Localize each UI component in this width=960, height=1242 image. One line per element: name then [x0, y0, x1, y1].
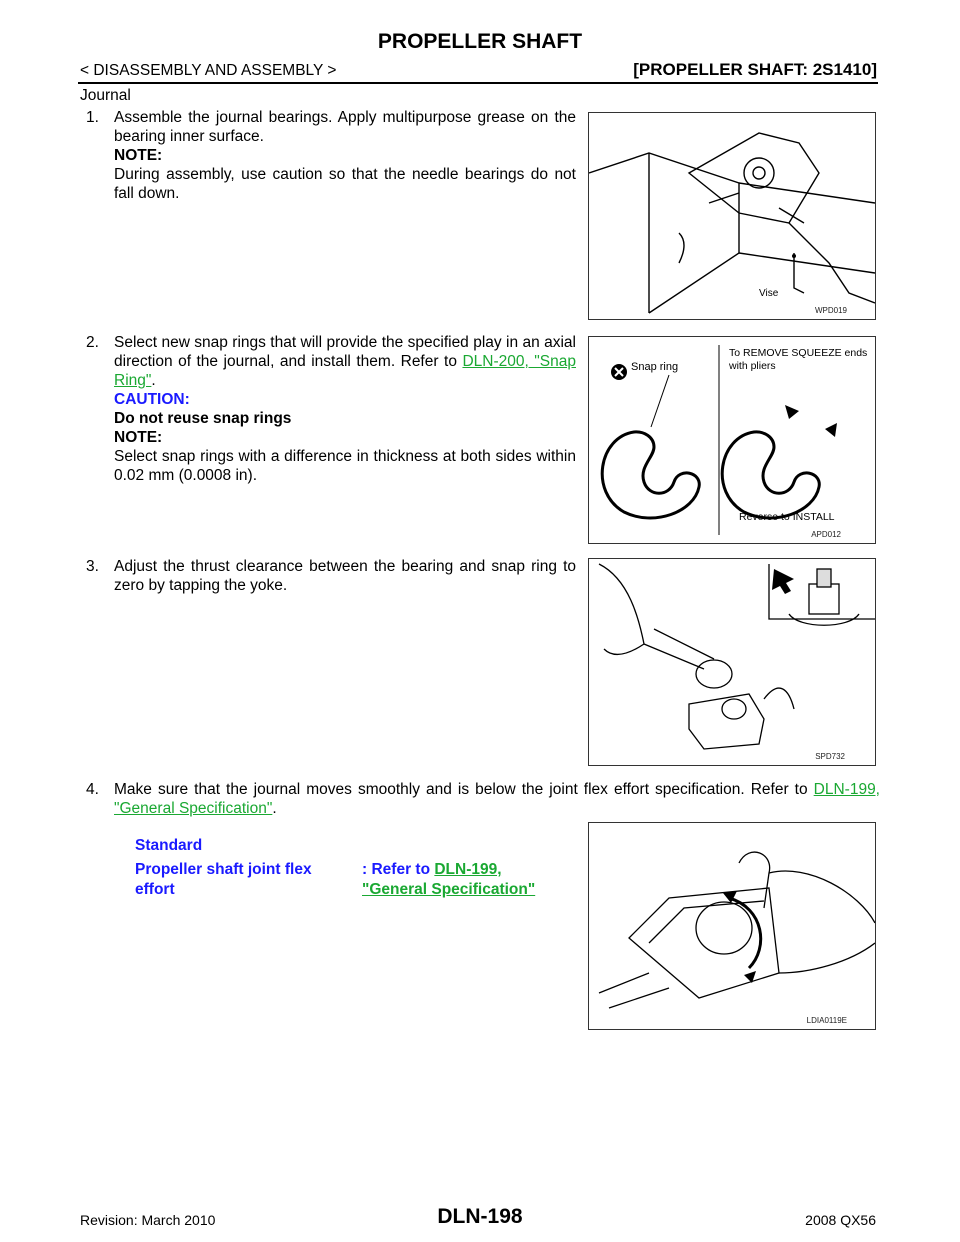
- revision: Revision: March 2010: [80, 1212, 216, 1228]
- step-text: Make sure that the journal moves smoothl…: [114, 781, 808, 798]
- figure-code: SPD732: [815, 752, 845, 761]
- reference-link[interactable]: DLN-200, "Snap Ring": [114, 353, 576, 389]
- spec-label: Propeller shaft joint flex effort: [135, 861, 312, 898]
- note-label: NOTE:: [114, 429, 163, 446]
- note-text: During assembly, use caution so that the…: [114, 166, 576, 202]
- spec-heading: Standard: [135, 837, 203, 854]
- joint-flex-illustration: [598, 851, 875, 1009]
- section-code: [PROPELLER SHAFT: 2S1410]: [633, 60, 877, 79]
- figure-ldia0119e: LDIA0119E: [588, 822, 876, 1030]
- subhead: Journal: [80, 87, 131, 104]
- step-1: 1. Assemble the journal bearings. Apply …: [80, 108, 576, 203]
- model: 2008 QX56: [805, 1212, 876, 1228]
- figure-label: Vise: [759, 288, 779, 299]
- hammer-illustration: [598, 563, 875, 750]
- step-number: 4.: [86, 781, 99, 798]
- figure-code: LDIA0119E: [806, 1016, 847, 1025]
- figure-code: WPD019: [814, 306, 847, 315]
- caution-label: CAUTION:: [114, 391, 190, 408]
- spec-value: : Refer to DLN-199, "General Specificati…: [362, 861, 536, 898]
- step-text: Select new snap rings that will provide …: [114, 334, 576, 389]
- snap-ring-illustration: Snap ring To REMOVE SQUEEZE ends with pl…: [600, 345, 868, 535]
- step-4: 4. Make sure that the journal moves smoo…: [86, 781, 880, 817]
- figure-wpd019: Vise WPD019: [588, 112, 876, 320]
- page-title: PROPELLER SHAFT: [377, 30, 583, 53]
- step-number: 1.: [86, 109, 99, 126]
- figure-spd732: SPD732: [588, 558, 876, 766]
- figure-label: Reverse to INSTALL: [739, 511, 835, 523]
- spec-reference-link[interactable]: DLN-199, "General Specification": [362, 861, 536, 898]
- header-rule: [78, 82, 878, 84]
- figure-label: Snap ring: [631, 361, 678, 373]
- caution-text: Do not reuse snap rings: [114, 410, 292, 427]
- step-2: 2. Select new snap rings that will provi…: [80, 333, 576, 485]
- step-text: Assemble the journal bearings. Apply mul…: [114, 109, 576, 145]
- reference-link[interactable]: DLN-199, "General Specification": [114, 781, 880, 817]
- figure-label: To REMOVE SQUEEZE ends with pliers: [729, 347, 868, 372]
- figure-code: APD012: [811, 530, 841, 539]
- step-text: Adjust the thrust clearance between the …: [114, 558, 576, 594]
- page-number: DLN-198: [437, 1205, 523, 1228]
- figure-apd012: Snap ring To REMOVE SQUEEZE ends with pl…: [588, 336, 876, 544]
- note-text: Select snap rings with a difference in t…: [114, 448, 576, 484]
- note-label: NOTE:: [114, 147, 163, 164]
- breadcrumb: < DISASSEMBLY AND ASSEMBLY >: [80, 62, 337, 79]
- step-number: 3.: [86, 558, 99, 575]
- step-3: 3. Adjust the thrust clearance between t…: [80, 557, 576, 595]
- step-number: 2.: [86, 334, 99, 351]
- vise-illustration: Vise: [589, 132, 875, 314]
